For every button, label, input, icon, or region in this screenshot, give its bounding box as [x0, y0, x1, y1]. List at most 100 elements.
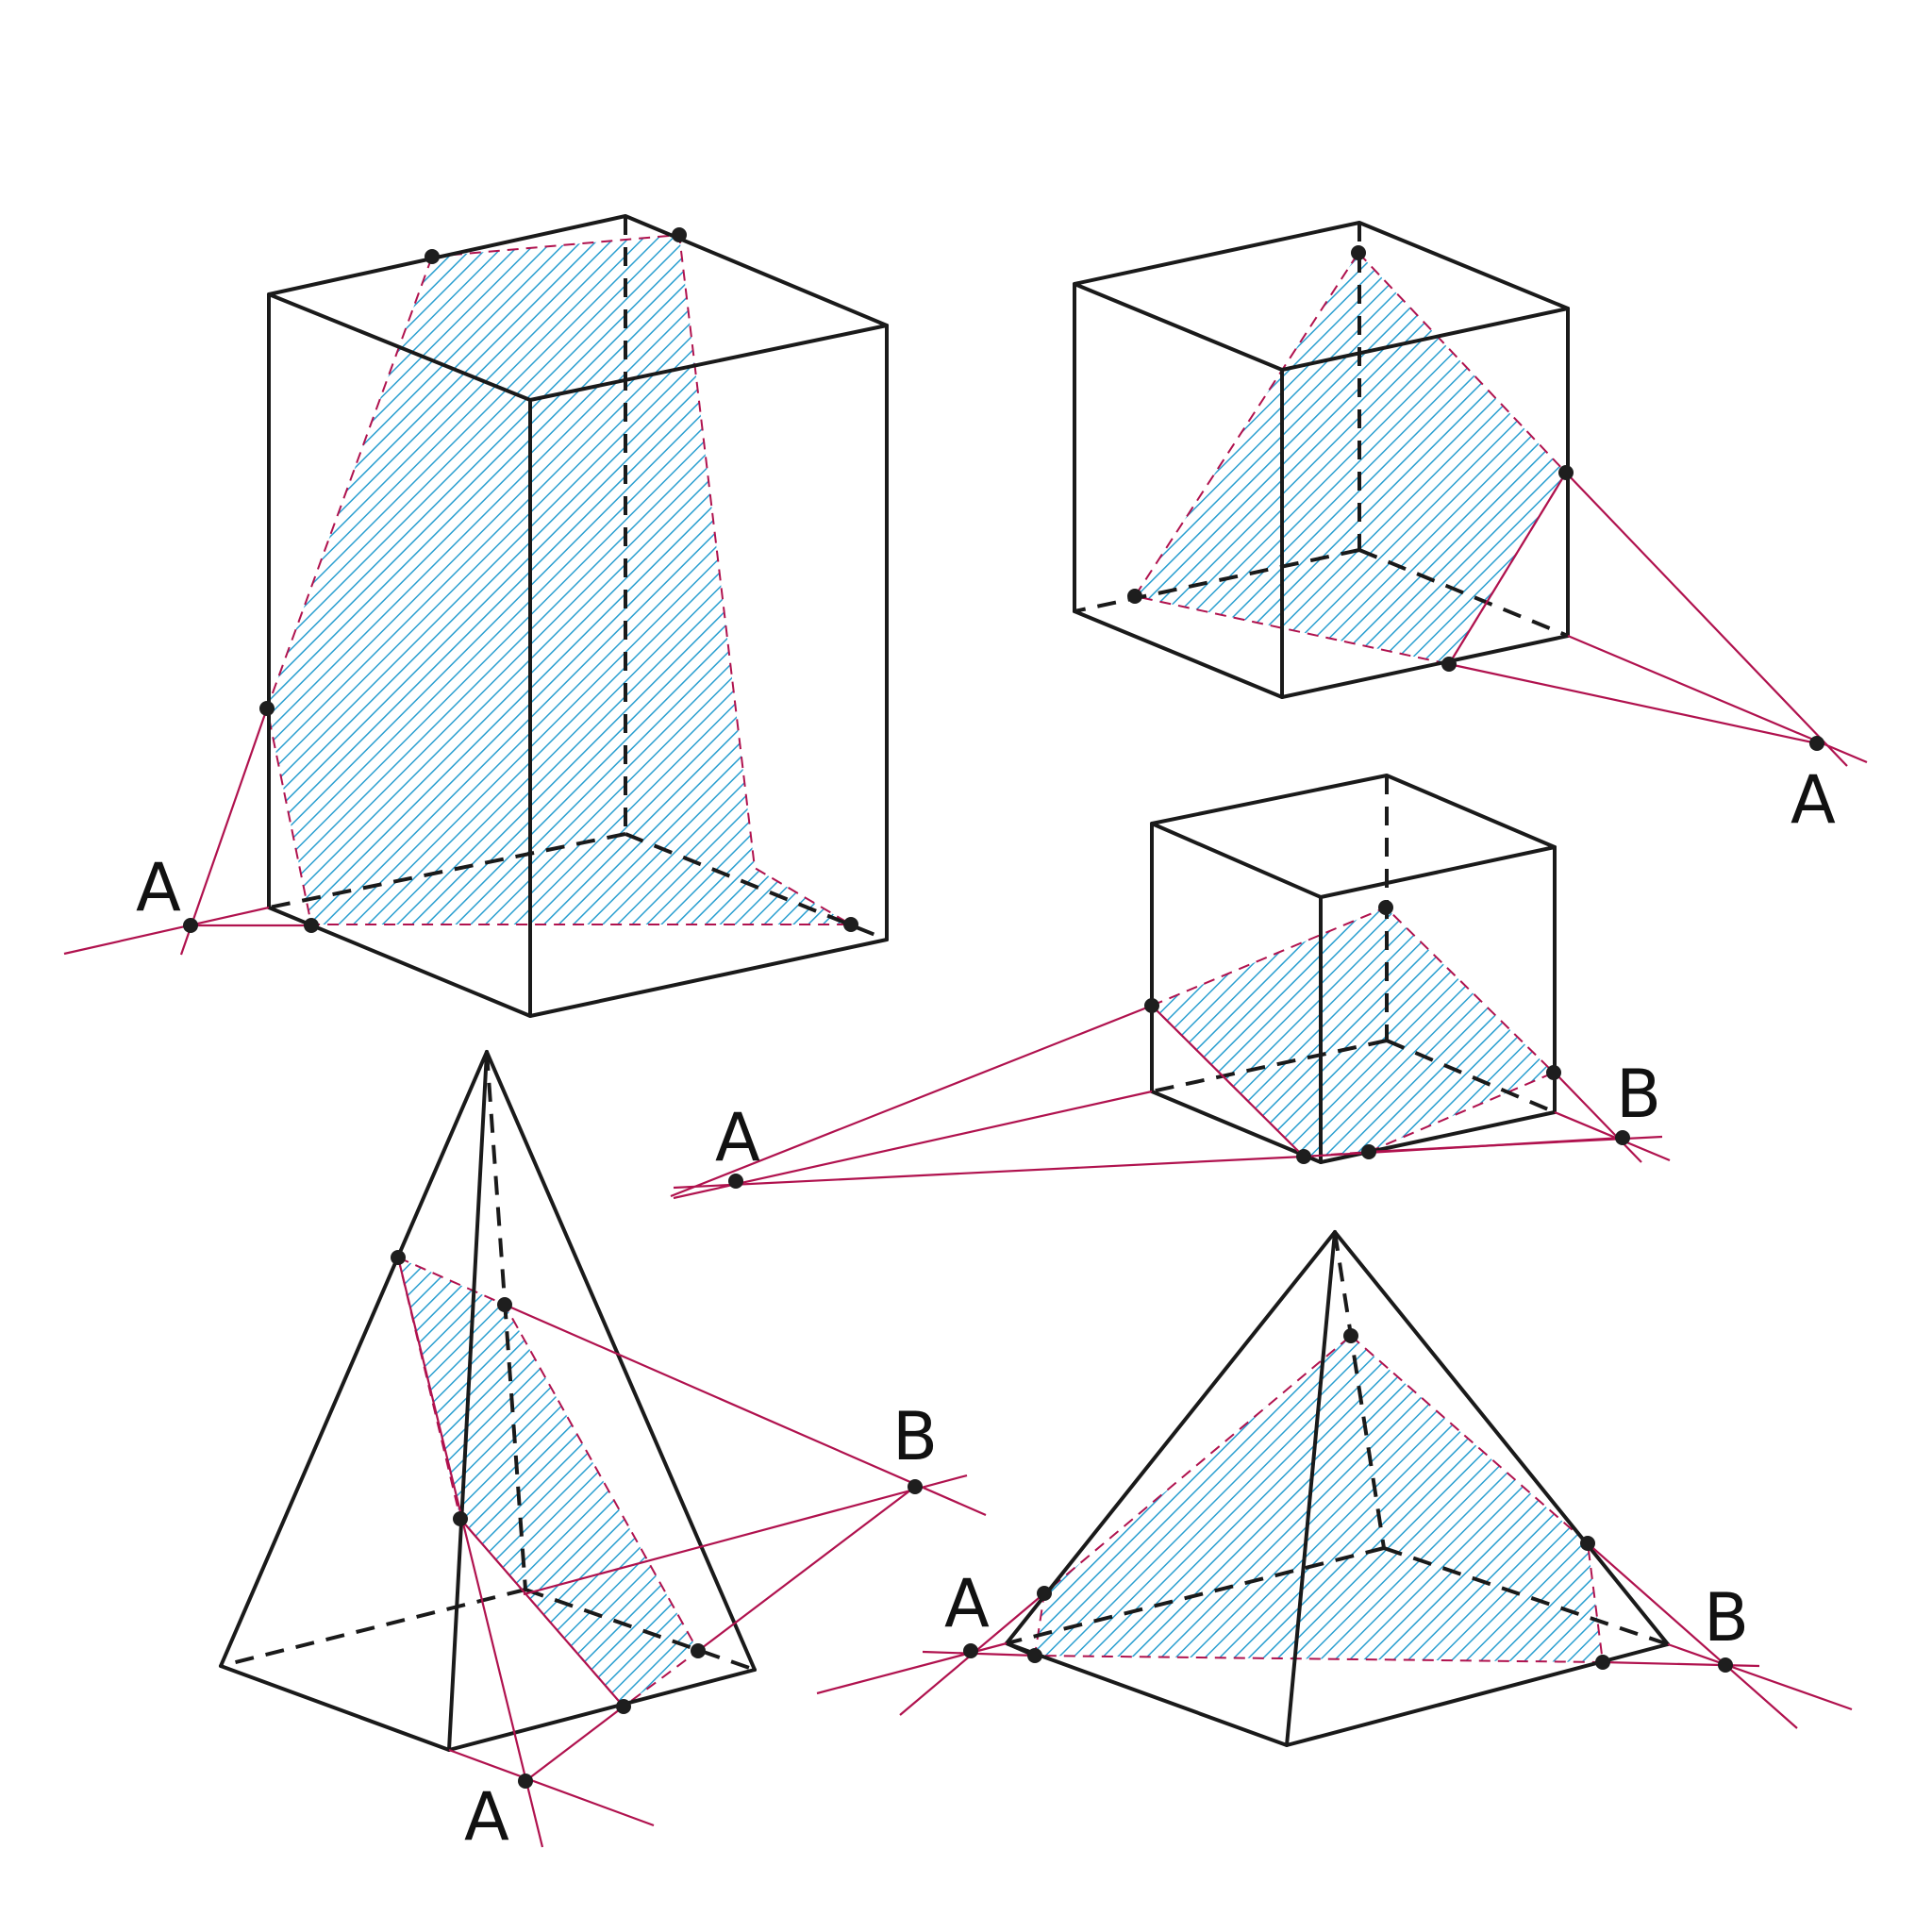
pyr-right-aux-line-3	[922, 1650, 1036, 1657]
cube-mid-point-a	[728, 1174, 743, 1189]
pyr-right-point-a	[963, 1643, 978, 1658]
cube-mid-point	[1296, 1149, 1311, 1164]
pyr-left-hidden-edge-apex	[485, 1051, 527, 1591]
pyr-left-edge-right	[485, 1050, 757, 1672]
cube-top-section-fill	[1135, 253, 1566, 664]
cube-mid-aux-line-8	[1554, 1110, 1671, 1162]
pyr-left-aux-line-2	[523, 1474, 968, 1596]
pyr-right-point	[1595, 1655, 1610, 1670]
prism-point	[304, 918, 319, 933]
prism-bottom-front	[267, 906, 889, 1018]
cube-top-aux-line-3	[1448, 662, 1818, 745]
cube-mid-aux-line-6	[1303, 1136, 1624, 1158]
prism-aux-line-2	[63, 906, 270, 956]
figure-pyramid-right: A B	[816, 1230, 1853, 1747]
cube-top-point-a	[1809, 736, 1824, 751]
pyr-left-point	[616, 1699, 631, 1714]
figure-cube-middle: A B	[670, 774, 1671, 1200]
pyr-right-point	[1027, 1648, 1042, 1663]
pyr-left-point-a	[518, 1774, 533, 1789]
pyr-right-edge-right	[1333, 1230, 1670, 1646]
prism-point	[425, 249, 440, 264]
pyr-right-edge-left	[1005, 1230, 1337, 1645]
pyr-left-point-b	[908, 1479, 923, 1494]
figure-cube-top-right: A	[1073, 221, 1868, 839]
pyr-left-aux-line-4	[396, 1257, 544, 1848]
pyr-left-aux-line-6	[525, 1706, 625, 1782]
pyr-right-section-outline	[1033, 1334, 1605, 1664]
pyr-right-aux-line-5	[1667, 1642, 1853, 1711]
cube-mid-aux-line-7	[1554, 1072, 1642, 1163]
prism-point	[672, 227, 687, 242]
pyr-left-aux-line-3	[697, 1486, 916, 1652]
cube-mid-bottom-front	[1150, 1090, 1557, 1164]
pyr-left-hidden-edge-back-left	[220, 1588, 526, 1668]
cube-mid-point-b	[1615, 1130, 1630, 1145]
pyr-right-base-front	[1005, 1641, 1670, 1747]
prism-aux-line-1	[179, 708, 269, 956]
pyr-left-point	[691, 1643, 706, 1658]
pyr-right-hidden-edge-back-right	[1383, 1546, 1669, 1646]
cube-mid-aux-line-1	[670, 1004, 1153, 1198]
cube-top-point	[1127, 589, 1142, 604]
cube-mid-section-fill	[1152, 908, 1554, 1157]
cube-top-label-a: A	[1790, 761, 1836, 839]
prism-section-fill	[267, 235, 851, 924]
cube-top-point	[1558, 465, 1574, 480]
pyr-right-edge-front	[1285, 1230, 1337, 1747]
cube-mid-point	[1144, 998, 1159, 1013]
pyr-left-edge-left	[219, 1050, 489, 1668]
pyr-left-aux-line-7	[459, 1518, 625, 1707]
figure-prism-tall: A	[63, 214, 889, 1018]
cube-mid-label-b: B	[1616, 1056, 1661, 1133]
cube-top-aux-line-1	[1565, 472, 1848, 767]
cube-top-section-outline	[1133, 251, 1568, 666]
pyr-right-hidden-edge-back-left	[1006, 1546, 1385, 1645]
pyr-left-section-outline	[396, 1256, 700, 1708]
prism-point	[259, 701, 275, 716]
pyr-right-point-b	[1718, 1657, 1733, 1673]
pyr-right-point	[1037, 1586, 1052, 1601]
cube-top-point	[1351, 245, 1366, 260]
cube-top-hidden-edge-back-left	[1074, 548, 1360, 613]
pyr-right-hidden-edge-apex	[1333, 1231, 1386, 1549]
cube-mid-top-face	[1150, 774, 1557, 899]
pyr-left-aux-line-1	[504, 1303, 987, 1517]
cube-top-aux-line-4	[1448, 472, 1567, 665]
cube-mid-point	[1546, 1065, 1561, 1080]
cube-top-bottom-front	[1073, 609, 1570, 699]
pyr-right-point	[1580, 1536, 1595, 1551]
pyr-right-point	[1343, 1328, 1358, 1343]
pyr-left-base-front	[219, 1664, 757, 1752]
pyr-left-hidden-edge-back-right	[525, 1588, 756, 1672]
cube-mid-aux-line-3	[673, 1155, 1305, 1190]
pyr-right-label-b: B	[1704, 1579, 1749, 1657]
pyr-left-edge-front	[447, 1050, 489, 1752]
pyr-right-aux-line-6	[1602, 1660, 1760, 1668]
cube-mid-point	[1378, 900, 1393, 915]
pyr-right-section-fill	[1035, 1336, 1603, 1662]
cube-mid-hidden-edge-back-left	[1151, 1039, 1388, 1093]
pyr-right-label-a: A	[944, 1565, 990, 1642]
prism-hidden-edge-back-right	[625, 832, 888, 941]
cube-mid-aux-line-4	[1151, 1005, 1305, 1158]
pyr-left-aux-line-5	[448, 1748, 655, 1827]
pyr-left-label-b: B	[892, 1398, 938, 1475]
cube-mid-section-outline	[1150, 906, 1556, 1158]
prism-point	[843, 917, 858, 932]
cube-top-point	[1441, 657, 1457, 672]
prism-label-a: A	[136, 849, 181, 926]
prism-point-a	[183, 918, 198, 933]
pyr-left-point	[453, 1511, 468, 1526]
pyr-left-section-fill	[398, 1257, 698, 1707]
cube-mid-aux-line-2	[673, 1090, 1153, 1200]
figure-pyramid-left: A B	[219, 1050, 987, 1856]
pyr-left-point	[497, 1297, 512, 1312]
pyr-left-label-a: A	[464, 1778, 509, 1856]
cube-mid-point	[1361, 1144, 1376, 1159]
pyr-left-point	[391, 1250, 406, 1265]
pyr-right-aux-line-4	[1587, 1542, 1798, 1729]
cube-top-hidden-edge-back-right	[1358, 548, 1569, 638]
cube-mid-label-a: A	[715, 1099, 760, 1176]
